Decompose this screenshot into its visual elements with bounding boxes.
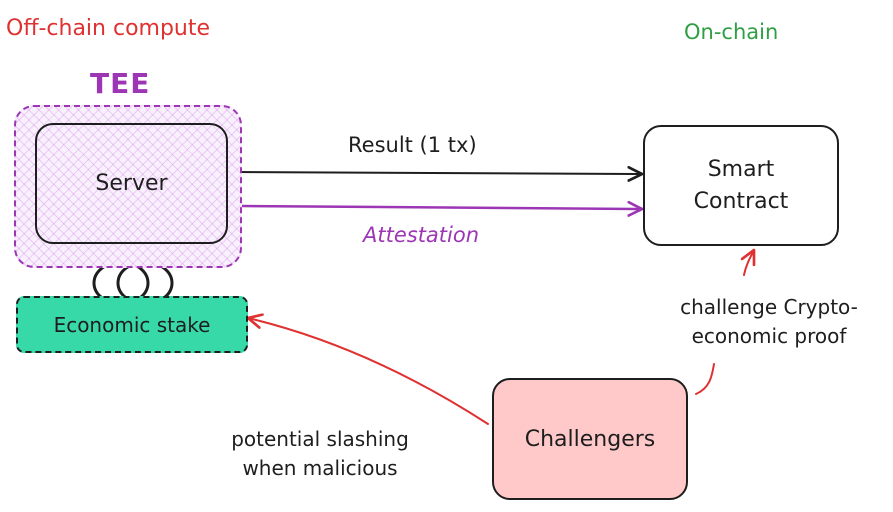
attestation-edge-label: Attestation	[363, 223, 480, 247]
challenge-label-line1: challenge Crypto-	[680, 295, 858, 319]
tee-label: TEE	[90, 67, 151, 100]
server-node: Server	[35, 123, 228, 244]
economic-stake-node: Economic stake	[16, 296, 248, 353]
result-edge-label: Result (1 tx)	[348, 133, 477, 157]
economic-stake-label: Economic stake	[53, 312, 211, 337]
challengers-node: Challengers	[492, 378, 688, 500]
slashing-label-line1: potential slashing	[231, 427, 409, 451]
server-label: Server	[95, 171, 168, 196]
attestation-arrow	[240, 200, 644, 217]
challenge-arrow-head	[740, 248, 756, 276]
smart-contract-label-line1: Smart	[707, 156, 775, 182]
slashing-label-line2: when malicious	[242, 456, 398, 480]
challengers-label: Challengers	[524, 426, 656, 452]
off-chain-heading: Off-chain compute	[6, 16, 211, 41]
on-chain-heading: On-chain	[684, 20, 779, 44]
tee-region	[14, 105, 242, 268]
smart-contract-label-line2: Contract	[693, 188, 789, 214]
challenge-arrow	[695, 363, 715, 395]
result-arrow	[233, 165, 644, 182]
slashing-edge-label: potential slashing when malicious	[196, 425, 444, 483]
challenge-label-line2: economic proof	[691, 324, 847, 348]
slashing-arrow	[246, 313, 489, 425]
smart-contract-node: Smart Contract	[643, 125, 839, 246]
challenge-edge-label: challenge Crypto- economic proof	[655, 293, 883, 351]
